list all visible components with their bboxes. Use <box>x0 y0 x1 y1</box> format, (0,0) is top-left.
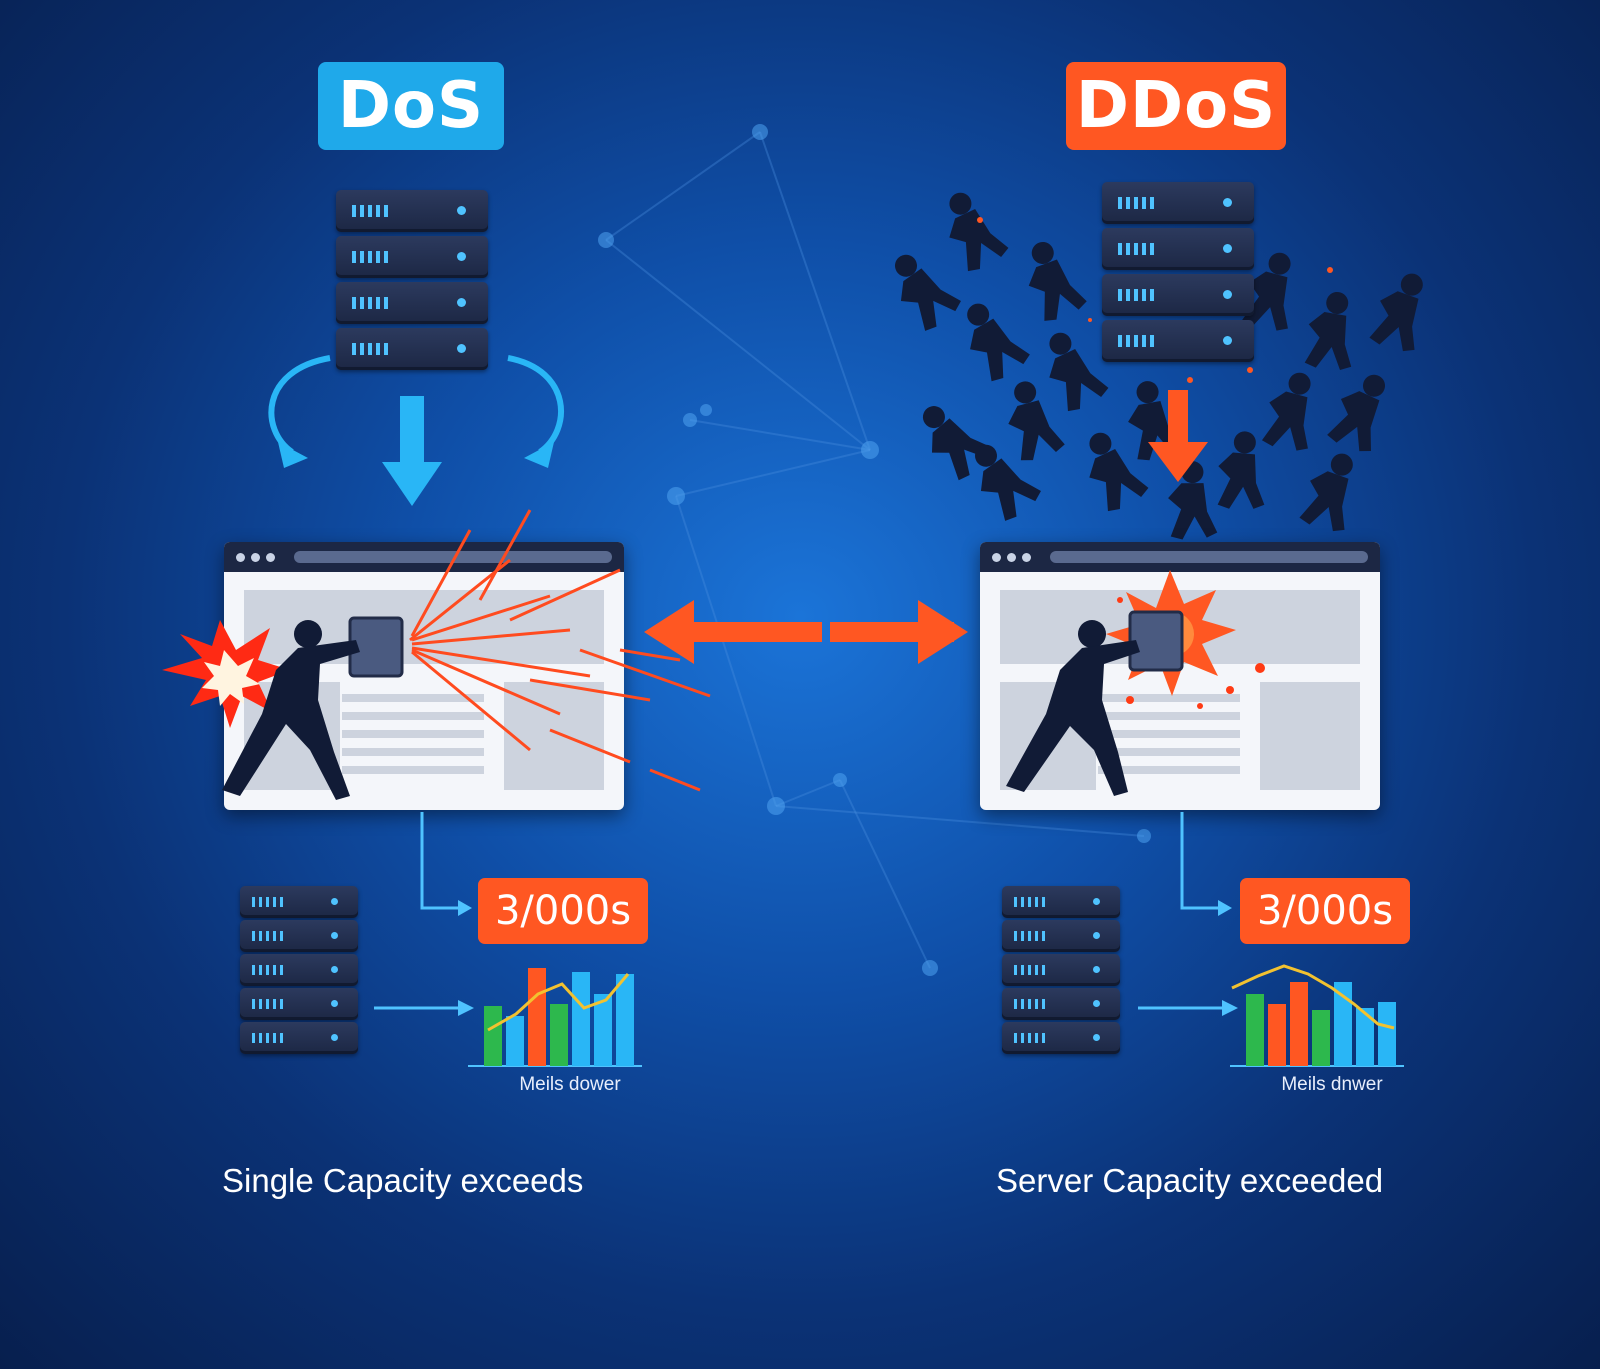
trend-line <box>1231 964 1395 1030</box>
dos-value-badge: 3/000s <box>478 878 648 944</box>
arrow-icon <box>524 442 554 468</box>
chart-bar <box>1290 982 1308 1066</box>
ddos-bar-chart <box>1230 964 1404 1067</box>
chart-bar <box>1356 1008 1374 1066</box>
server-rack-icon <box>1102 320 1254 362</box>
chart-bar <box>594 994 612 1066</box>
arrow-icon <box>278 442 308 468</box>
center-comparison-arrows <box>644 600 968 664</box>
ddos-chart-arrow <box>1138 1000 1238 1016</box>
server-rack-icon <box>336 190 488 232</box>
server-rack-icon <box>1002 954 1120 986</box>
ddos-attack-illustration <box>1006 570 1265 796</box>
server-rack-icon <box>1102 228 1254 270</box>
server-rack-icon <box>240 988 358 1020</box>
attacker-figure-icon <box>222 620 360 800</box>
server-rack-icon <box>240 886 358 918</box>
server-rack-icon <box>1102 182 1254 224</box>
server-rack-icon <box>240 954 358 986</box>
chart-bar <box>1334 982 1352 1066</box>
dos-connector <box>420 812 472 916</box>
attacker-figure-icon <box>1006 620 1140 796</box>
server-rack-icon <box>336 282 488 324</box>
chart-bar <box>1268 1004 1286 1066</box>
chart-bar <box>616 974 634 1066</box>
chart-bar <box>1246 994 1264 1066</box>
trend-line <box>487 973 630 1032</box>
ddos-title-badge: DDoS <box>1066 62 1286 150</box>
dos-flow-arrows <box>268 355 564 506</box>
server-rack-icon <box>336 328 488 370</box>
server-rack-icon <box>1002 988 1120 1020</box>
chart-bar <box>506 1016 524 1066</box>
dos-attack-illustration <box>162 509 711 800</box>
chart-bar <box>550 1004 568 1066</box>
server-rack-icon <box>1002 1022 1120 1054</box>
chart-bar <box>1312 1010 1330 1066</box>
dos-chart-label: Meils dower <box>519 1074 621 1095</box>
ddos-value-badge: 3/000s <box>1240 878 1410 944</box>
dos-title-badge: DoS <box>318 62 504 150</box>
ddos-connector <box>1180 812 1232 916</box>
dos-chart-arrow <box>374 1000 474 1016</box>
server-rack-icon <box>240 920 358 952</box>
server-rack-icon <box>1002 886 1120 918</box>
ddos-down-arrow <box>1148 390 1208 482</box>
server-rack-icon <box>336 236 488 278</box>
chart-bar <box>1378 1002 1396 1066</box>
chart-bar <box>528 968 546 1066</box>
arrow-icon <box>918 600 968 664</box>
arrow-icon <box>382 462 442 506</box>
dos-caption: Single Capacity exceeds <box>222 1162 584 1199</box>
ddos-chart-label: Meils dnwer <box>1281 1074 1383 1095</box>
dos-bar-chart <box>468 968 642 1067</box>
chart-bar <box>572 972 590 1066</box>
crowd-of-attackers-icon <box>890 183 1444 543</box>
arrow-icon <box>644 600 694 664</box>
arrow-icon <box>1148 442 1208 482</box>
server-rack-icon <box>240 1022 358 1054</box>
server-rack-icon <box>1102 274 1254 316</box>
chart-bar <box>484 1006 502 1066</box>
server-rack-icon <box>1002 920 1120 952</box>
ddos-caption: Server Capacity exceeded <box>996 1162 1384 1199</box>
